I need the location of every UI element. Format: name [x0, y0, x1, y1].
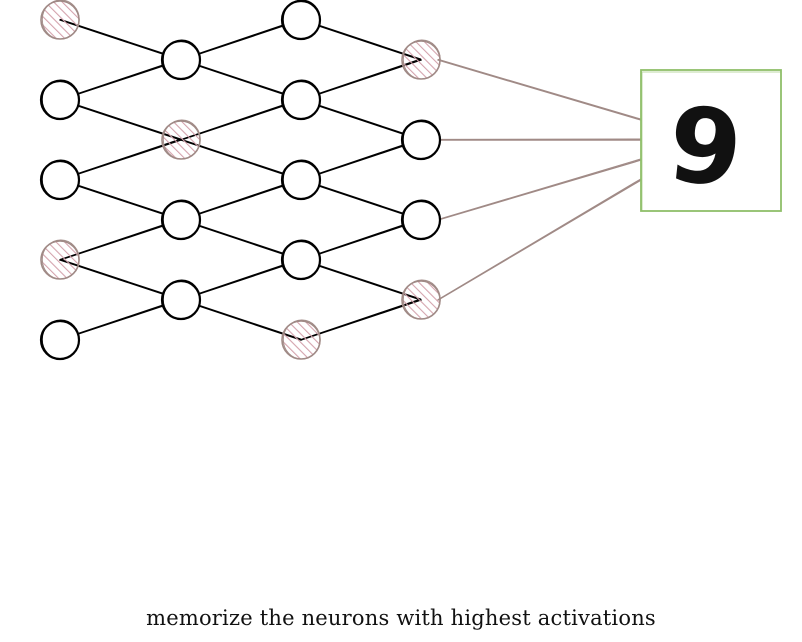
connection-edge	[180, 178, 302, 220]
connection-edge	[59, 218, 182, 260]
connection-edge	[300, 218, 422, 260]
image-connection-edge	[437, 178, 642, 300]
connection-edge	[59, 98, 182, 140]
connection-edge	[180, 18, 302, 60]
connection-edge	[59, 58, 182, 100]
connection-edge	[180, 58, 302, 100]
connection-edge	[180, 98, 302, 140]
connection-edge	[300, 179, 422, 221]
connection-edge	[59, 298, 182, 340]
neuron	[39, 159, 81, 201]
connection-edge	[59, 178, 182, 220]
connection-edge	[300, 139, 422, 181]
image-connection-edge	[437, 58, 642, 120]
neuron	[160, 199, 202, 241]
neuron	[280, 79, 322, 121]
connection-edge	[180, 299, 302, 341]
highlighted-neuron	[40, 239, 80, 280]
connection-edge	[180, 179, 302, 221]
connection-edge	[300, 258, 422, 300]
connection-edge	[59, 299, 182, 341]
neuron	[160, 279, 202, 321]
input-image-box: 9	[640, 69, 782, 212]
connection-edge	[300, 99, 422, 141]
neurons-group	[39, 0, 442, 361]
connection-edge	[300, 219, 422, 261]
digit-glyph: 9	[663, 83, 748, 212]
connection-edge	[180, 298, 302, 340]
connection-edge	[180, 59, 302, 101]
connections-group	[59, 18, 422, 341]
connection-edge	[300, 19, 422, 61]
connection-edge	[300, 299, 422, 341]
connection-edge	[59, 59, 182, 101]
connection-edge	[59, 219, 182, 261]
connection-edge	[180, 99, 302, 141]
neuron	[280, 159, 322, 201]
connection-edge	[300, 298, 422, 340]
connection-edge	[180, 218, 302, 260]
connection-edge	[59, 139, 182, 181]
highlighted-neuron	[161, 119, 201, 160]
neuron	[400, 199, 442, 241]
connection-edge	[59, 18, 182, 60]
connection-edge	[180, 259, 302, 301]
highlighted-neuron	[401, 279, 441, 320]
image-connection-edge	[437, 59, 642, 121]
neuron	[280, 239, 322, 281]
diagram-caption: memorize the neurons with highest activa…	[146, 606, 656, 630]
connection-edge	[300, 138, 422, 180]
connection-edge	[300, 18, 422, 60]
connection-edge	[300, 58, 422, 100]
highlighted-neuron	[401, 39, 441, 80]
connection-edge	[59, 138, 182, 180]
connection-edge	[59, 258, 182, 300]
connection-edge	[59, 99, 182, 141]
neuron	[39, 319, 81, 361]
output-to-image-connections	[437, 58, 642, 301]
highlighted-neuron	[281, 319, 321, 360]
image-connection-edge	[437, 159, 642, 221]
connection-edge	[300, 178, 422, 220]
neuron	[280, 0, 322, 41]
connection-edge	[180, 19, 302, 61]
connection-edge	[300, 259, 422, 301]
connection-edge	[180, 138, 302, 180]
connection-edge	[180, 139, 302, 181]
neuron	[39, 79, 81, 121]
connection-edge	[300, 59, 422, 101]
connection-edge	[59, 19, 182, 61]
image-connection-edge	[437, 158, 642, 220]
neuron	[400, 119, 442, 161]
connection-edge	[59, 259, 182, 301]
connection-edge	[180, 219, 302, 261]
highlighted-neuron	[40, 0, 80, 40]
connection-edge	[59, 179, 182, 221]
connection-edge	[300, 98, 422, 140]
connection-edge	[180, 258, 302, 300]
neuron	[160, 39, 202, 81]
